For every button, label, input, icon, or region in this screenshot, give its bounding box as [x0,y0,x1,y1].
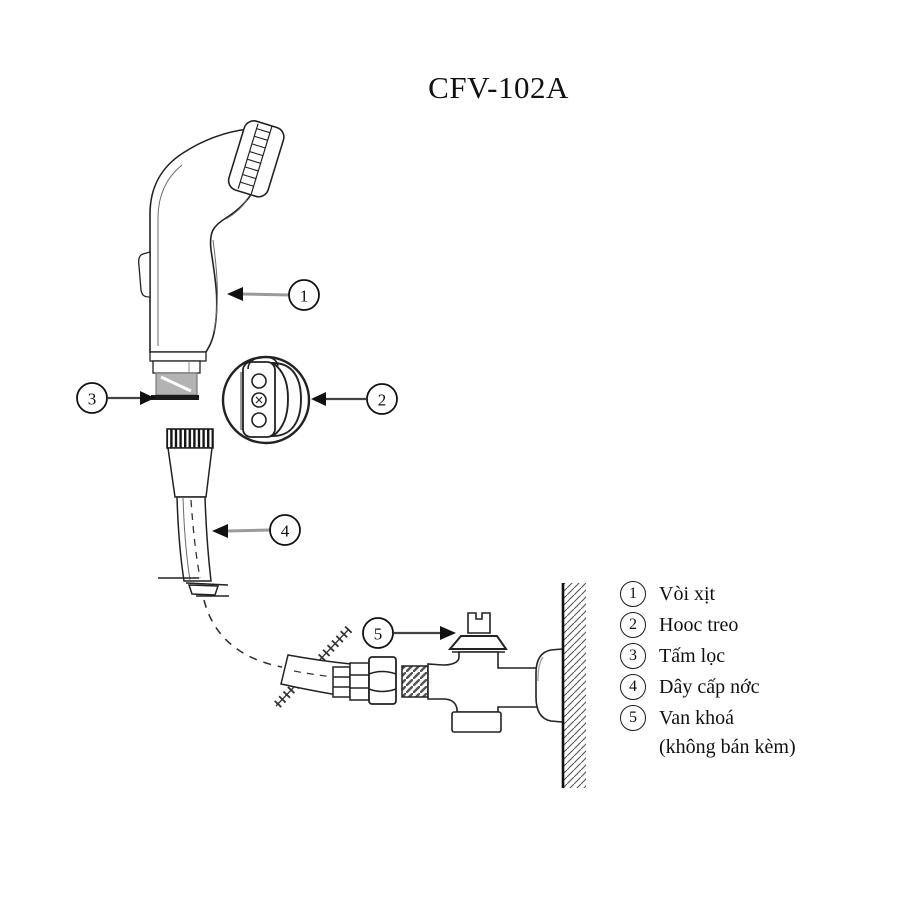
sprayer-trigger [137,251,151,298]
valve-skirt [451,711,502,733]
filter-drawing [151,372,199,400]
legend-item-label: Hooc treo [659,613,739,636]
arrowhead-right-icon [440,626,456,640]
legend-item-3: 3 Tấm lọc [620,643,796,669]
valve-body [427,651,544,713]
wall-escutcheon [535,648,563,723]
nozzle-slots [240,128,271,187]
callout-3: 3 [76,382,155,414]
hose-hex-nut [368,656,397,705]
legend-item-label: Van khoá [659,706,734,729]
legend-item-label: Tấm lọc [659,644,726,667]
sprayer-drawing [137,120,285,374]
threaded-nipple [401,665,429,698]
callout-3-number: 3 [88,390,97,409]
legend-item-2: 2 Hooc treo [620,612,796,638]
callout-4-number: 4 [281,522,290,541]
callout-1-number: 1 [300,287,309,306]
hook-crescent [270,362,302,437]
callout-2: 2 [311,383,398,415]
legend-num-circle: 2 [620,612,646,638]
legend-item-label: Dây cấp nớc [659,675,760,698]
legend-num-circle: 3 [620,643,646,669]
callout-5: 5 [362,617,456,649]
hose-route-dashed [203,599,283,668]
callout-1: 1 [227,279,320,311]
arrowhead-left-icon [311,392,326,406]
legend-num-circle: 1 [620,581,646,607]
arrowhead-left-icon [227,287,243,301]
page-title: CFV-102A [428,70,569,105]
valve-drawing [427,612,563,733]
hose-drawing [158,428,429,710]
legend-num-circle: 5 [620,705,646,731]
hook-hole-bottom [251,412,267,428]
wall [561,583,586,788]
callout-2-number: 2 [378,391,387,410]
legend-item-label: Vòi xịt [659,582,716,605]
callout-5-number: 5 [374,625,383,644]
legend-item-5-note: (không bán kèm) [659,736,796,758]
legend: 1 Vòi xịt 2 Hooc treo 3 Tấm lọc 4 Dây cấ… [620,581,796,759]
arrowhead-right-icon [140,391,155,405]
valve-bonnet [447,635,508,650]
arrowhead-left-icon [212,524,228,538]
callout-4: 4 [212,514,301,546]
legend-item-5: 5 Van khoá [620,705,796,731]
hose-end-fitting [158,577,229,597]
hook-hole-top [251,373,267,389]
hose-coupling-nut [166,428,214,449]
sprayer-head [227,120,285,198]
legend-item-4: 4 Dây cấp nớc [620,674,796,700]
legend-item-1: 1 Vòi xịt [620,581,796,607]
valve-stem-knob [467,612,491,634]
hook-drawing [221,355,311,445]
sprayer-body-outline [149,128,255,353]
legend-num-circle: 4 [620,674,646,700]
wall-hatching [564,583,586,788]
